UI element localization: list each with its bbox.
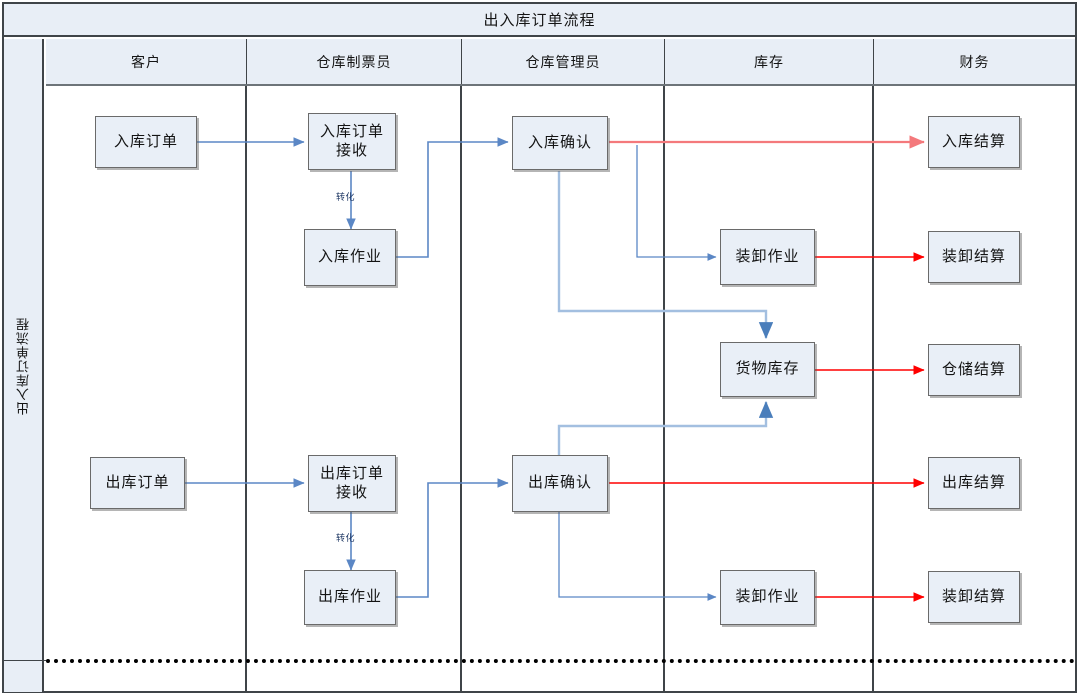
node-load-settle-outbound[interactable]: 装卸结算 (928, 571, 1020, 623)
column-header-row: 客户 仓库制票员 仓库管理员 库存 财务 (46, 39, 1075, 86)
node-out-order-receive[interactable]: 出库订单 接收 (308, 455, 396, 512)
column-header-ticket-clerk: 仓库制票员 (247, 39, 462, 84)
node-in-settle[interactable]: 入库结算 (928, 116, 1020, 168)
node-out-job[interactable]: 出库作业 (304, 570, 396, 625)
column-header-inventory: 库存 (665, 39, 874, 84)
edge-label-convert-outbound: 转化 (336, 533, 356, 543)
node-in-confirm[interactable]: 入库确认 (512, 116, 608, 170)
column-header-label: 财务 (959, 53, 990, 70)
column-header-label: 仓库制票员 (316, 53, 392, 70)
node-label: 入库订单 接收 (319, 122, 384, 159)
column-header-customer: 客户 (46, 39, 247, 84)
swimlane-label-text: 出入库订单流程 (15, 316, 31, 415)
column-header-label: 客户 (131, 53, 161, 70)
edge-label-convert-inbound: 转化 (336, 192, 356, 202)
node-in-order[interactable]: 入库订单 (95, 116, 197, 168)
node-out-settle[interactable]: 出库结算 (928, 457, 1020, 509)
column-separator-1 (245, 86, 247, 692)
node-load-job-inbound[interactable]: 装卸作业 (720, 229, 815, 285)
column-separator-4 (872, 86, 874, 692)
node-store-settle[interactable]: 仓储结算 (928, 344, 1020, 396)
column-header-label: 仓库管理员 (525, 53, 601, 70)
column-header-warehouse-manager: 仓库管理员 (462, 39, 665, 84)
node-label: 出库订单 接收 (319, 464, 384, 501)
node-out-order[interactable]: 出库订单 (90, 457, 185, 509)
divider-tick (4, 660, 46, 661)
page-title: 出入库订单流程 (483, 12, 596, 29)
column-header-finance: 财务 (874, 39, 1075, 84)
column-header-label: 库存 (754, 53, 784, 70)
node-in-job[interactable]: 入库作业 (304, 229, 396, 286)
diagram-title-band: 出入库订单流程 (4, 4, 1075, 37)
node-load-settle-inbound[interactable]: 装卸结算 (928, 231, 1020, 283)
node-out-confirm[interactable]: 出库确认 (512, 455, 608, 512)
column-separator-2 (460, 86, 462, 692)
node-goods-stock[interactable]: 货物库存 (720, 342, 815, 397)
swimlane-vertical-label: 出入库订单流程 (4, 39, 44, 692)
node-in-order-receive[interactable]: 入库订单 接收 (308, 113, 396, 170)
bottom-dotted-divider (46, 659, 1075, 663)
node-load-job-outbound[interactable]: 装卸作业 (720, 570, 815, 625)
column-separator-3 (663, 86, 665, 692)
